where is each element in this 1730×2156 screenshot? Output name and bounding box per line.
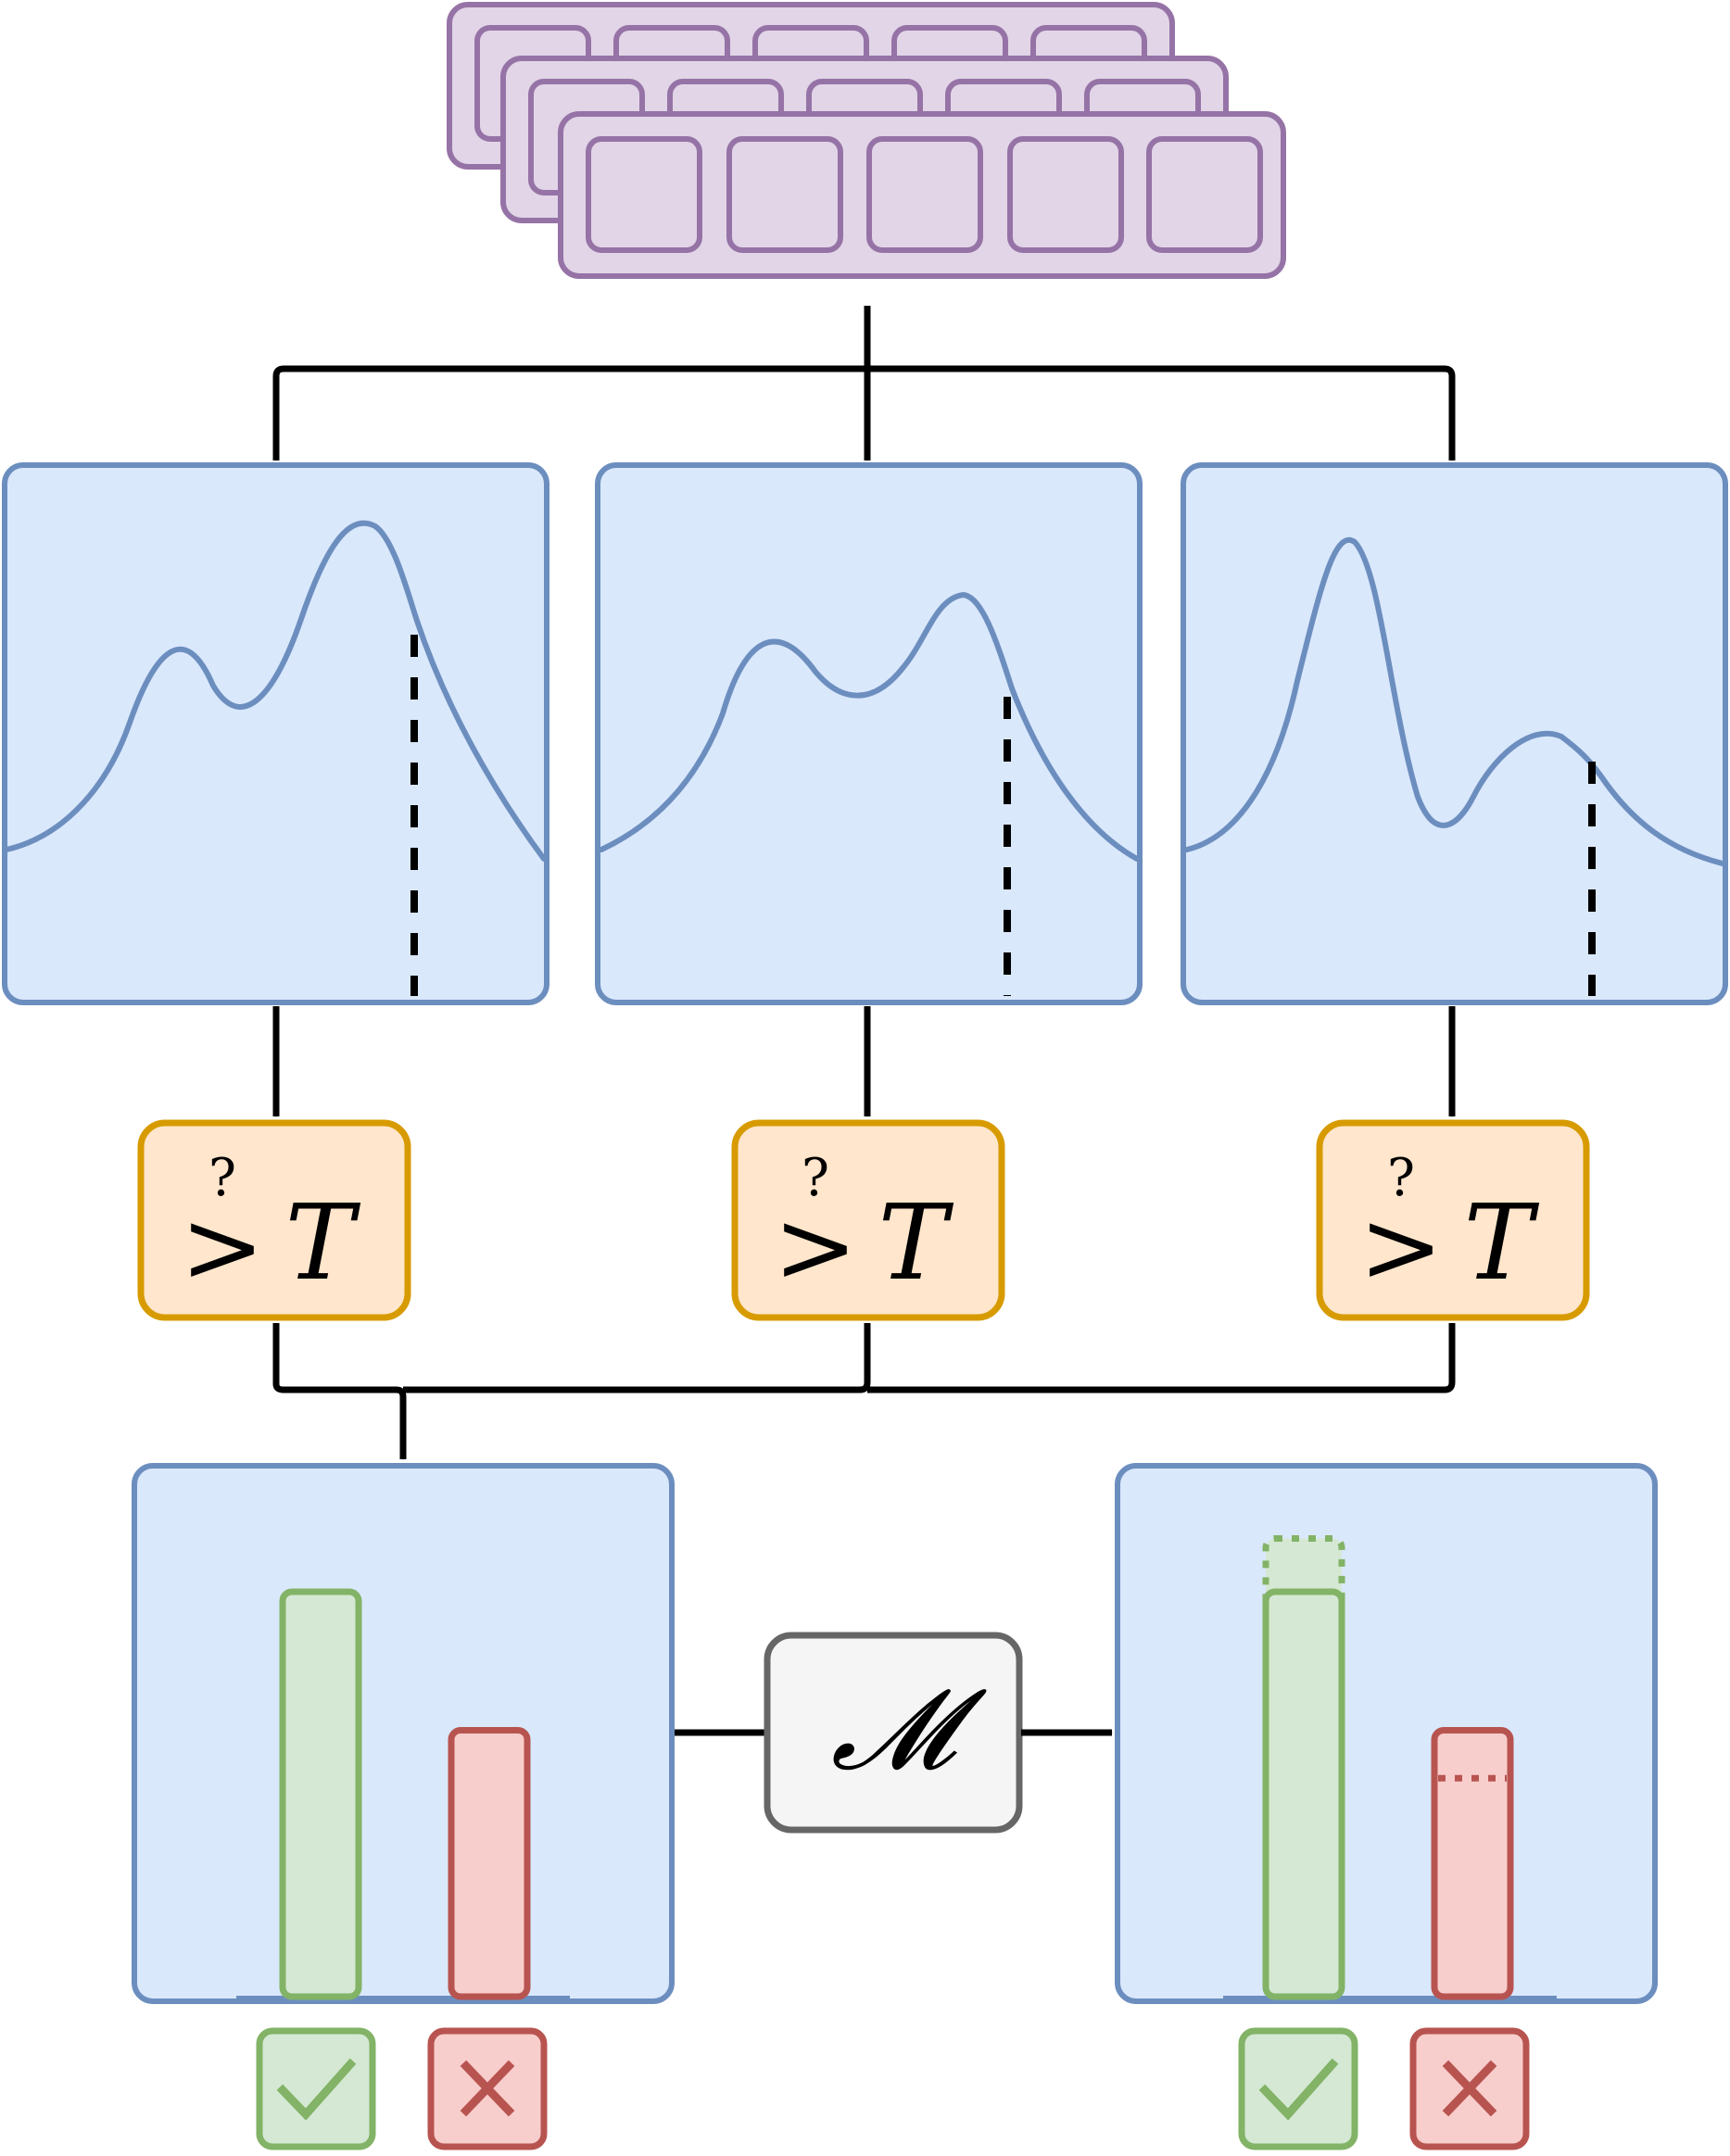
reject-label (1409, 2027, 1530, 2150)
threshold-comparator: > (774, 1190, 858, 1305)
input-batch-stack (447, 2, 1286, 279)
density-curve (4, 520, 547, 862)
histogram-after-panel (1115, 1463, 1658, 2004)
arrow-to-right-panel (867, 365, 1456, 461)
check-icon (1258, 2058, 1339, 2121)
arrow-to-left-panel (272, 365, 867, 461)
merge-connectors (272, 1323, 1456, 1460)
panel-to-threshold-arrows (272, 1006, 1456, 1117)
reject-bar (448, 1727, 531, 2000)
accept-label (1238, 2027, 1358, 2150)
distribution-panel-left (2, 462, 549, 1005)
fan-out-connectors (272, 306, 1456, 461)
threshold-symbol: T (285, 1183, 361, 1304)
label-icons-after (1238, 2027, 1530, 2150)
threshold-question-mark: ? (208, 1148, 236, 1208)
accept-bar (279, 1588, 362, 2000)
reject-bar (1431, 1727, 1514, 2000)
histogram-before-panel (132, 1463, 675, 2004)
threshold-box-right: ? > T (1316, 1119, 1590, 1321)
threshold-question-mark: ? (802, 1148, 829, 1208)
threshold-comparator: > (181, 1190, 265, 1305)
threshold-box-center: ? > T (731, 1119, 1005, 1321)
threshold-question-mark: ? (1387, 1148, 1415, 1208)
density-curve (599, 591, 1140, 862)
threshold-box-left: ? > T (137, 1119, 411, 1321)
cross-icon (460, 2060, 515, 2117)
distribution-panel-center (595, 462, 1143, 1005)
threshold-symbol: T (1464, 1183, 1540, 1304)
accept-label (256, 2027, 376, 2150)
accept-bar (1262, 1588, 1345, 2000)
label-icons-before (256, 2027, 548, 2150)
distribution-panel-right (1181, 462, 1728, 1005)
reject-label (427, 2027, 548, 2150)
check-icon (276, 2058, 357, 2121)
model-box: 𝓜 (675, 1632, 1113, 1834)
threshold-comparator: > (1359, 1190, 1444, 1305)
cross-icon (1442, 2060, 1497, 2117)
threshold-symbol: T (878, 1183, 954, 1304)
input-batch-front (558, 111, 1286, 279)
